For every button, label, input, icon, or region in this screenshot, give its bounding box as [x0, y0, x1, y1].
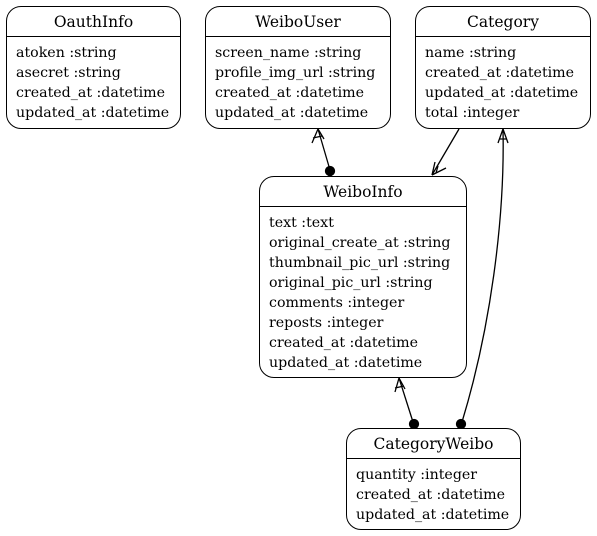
entity-attributes: name :string created_at :datetime update…	[416, 37, 590, 123]
entity-title: CategoryWeibo	[347, 429, 520, 459]
entity-title: OauthInfo	[7, 7, 180, 37]
entity-attributes: quantity :integer created_at :datetime u…	[347, 459, 520, 525]
entity-title: WeiboInfo	[260, 177, 466, 207]
attribute: reposts :integer	[269, 315, 384, 331]
attribute: created_at :datetime	[215, 85, 365, 101]
attribute: created_at :datetime	[425, 65, 575, 81]
attribute: profile_img_url :string	[215, 65, 376, 81]
attribute: atoken :string	[16, 45, 117, 61]
attribute: original_create_at :string	[269, 235, 451, 251]
crow-foot-marker	[394, 377, 406, 393]
attribute: updated_at :datetime	[269, 355, 423, 371]
attribute: created_at :datetime	[16, 85, 166, 101]
attribute: created_at :datetime	[356, 487, 506, 503]
attribute: asecret :string	[16, 65, 121, 81]
attribute: updated_at :datetime	[425, 85, 579, 101]
attribute: thumbnail_pic_url :string	[269, 255, 451, 271]
entity-title: WeiboUser	[206, 7, 390, 37]
entity-oauthinfo: OauthInfo atoken :string asecret :string…	[6, 6, 181, 129]
attribute: quantity :integer	[356, 467, 478, 483]
attribute: updated_at :datetime	[16, 105, 170, 121]
crow-foot-marker	[311, 128, 325, 144]
attribute: original_pic_url :string	[269, 275, 433, 291]
dot-marker	[324, 165, 336, 177]
attribute: updated_at :datetime	[215, 105, 369, 121]
attribute: comments :integer	[269, 295, 405, 311]
attribute: screen_name :string	[215, 45, 362, 61]
attribute: updated_at :datetime	[356, 507, 510, 523]
entity-weiboinfo: WeiboInfo text :text original_create_at …	[259, 176, 467, 378]
entity-weibouser: WeiboUser screen_name :string profile_im…	[205, 6, 391, 129]
entity-categoryweibo: CategoryWeibo quantity :integer created_…	[346, 428, 521, 530]
crow-foot-marker	[497, 128, 509, 144]
relation-weibouser-weiboinfo	[311, 128, 336, 177]
relation-weiboinfo-categoryweibo	[394, 377, 420, 430]
entity-category: Category name :string created_at :dateti…	[415, 6, 591, 129]
relation-category-weiboinfo	[431, 128, 460, 176]
entity-attributes: atoken :string asecret :string created_a…	[7, 37, 180, 123]
entity-attributes: text :text original_create_at :string th…	[260, 207, 466, 373]
crow-foot-marker	[431, 161, 447, 176]
attribute: text :text	[269, 215, 334, 231]
entity-title: Category	[416, 7, 590, 37]
entity-attributes: screen_name :string profile_img_url :str…	[206, 37, 390, 123]
attribute: name :string	[425, 45, 517, 61]
attribute: created_at :datetime	[269, 335, 419, 351]
attribute: total :integer	[425, 105, 520, 121]
